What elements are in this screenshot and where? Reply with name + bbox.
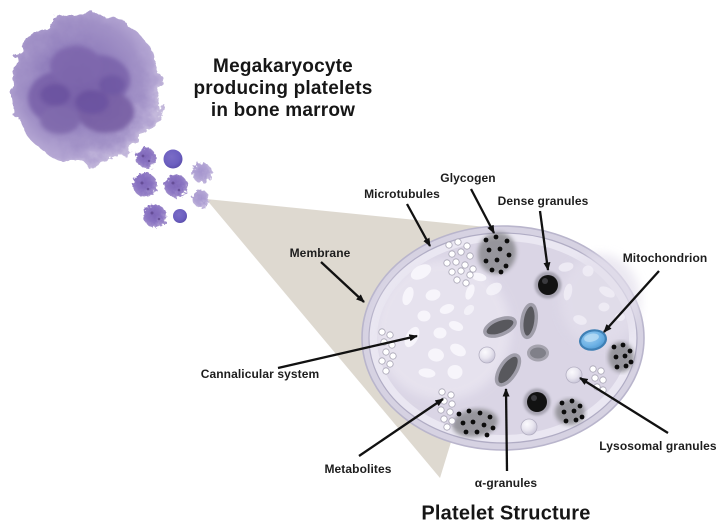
label-lysosomal-granules: Lysosomal granules (599, 439, 717, 453)
arrow-lysosomal-granules (579, 377, 669, 434)
canalicular-system (402, 262, 625, 379)
platelet-blob (173, 209, 187, 223)
arrow-dense-granules (538, 210, 551, 271)
heading-line: Megakaryocyte (213, 56, 353, 77)
platelet-blob (143, 204, 167, 228)
megakaryocyte-cell (10, 12, 162, 164)
platelet-blob (163, 149, 183, 169)
label-glycogen: Glycogen (440, 171, 496, 185)
leader-arrows (277, 188, 669, 472)
arrow-membrane (320, 261, 365, 303)
label-cannalicular-system: Cannalicular system (200, 367, 320, 381)
platelet-blobs (133, 148, 212, 228)
label-dense-granules: Dense granules (497, 194, 589, 208)
diagram-caption: Platelet Structure (421, 502, 591, 525)
arrow-metabolites (358, 398, 444, 457)
platelet-cell (361, 225, 645, 451)
heading-line: in bone marrow (210, 100, 356, 121)
arrow-cannalicular-system (277, 334, 418, 370)
granule-field (452, 408, 498, 438)
platelet-blob (164, 174, 188, 198)
arrow-glycogen (469, 188, 496, 234)
platelet-blob (136, 148, 156, 168)
platelet-blob (192, 163, 212, 183)
glycogen-field (477, 232, 517, 275)
arrow-microtubules (405, 203, 432, 247)
arrow-mitochondrion (603, 270, 660, 333)
metabolite-cluster (443, 238, 477, 287)
heading-line: producing platelets (193, 78, 373, 99)
granule-field (555, 398, 585, 425)
label-metabolites: Metabolites (324, 462, 392, 476)
diagram-heading: Megakaryocyte producing platelets in bon… (193, 56, 372, 122)
label-microtubules: Microtubules (364, 187, 440, 201)
platelet-blob (133, 173, 157, 197)
granule-field (608, 342, 634, 372)
metabolite-cluster (437, 388, 456, 431)
arrow-alpha-granules (502, 388, 510, 472)
lysosomal-granules (478, 346, 583, 436)
dense-granule (523, 388, 551, 416)
label-mitochondrion: Mitochondrion (622, 251, 708, 265)
label-alpha-granules: α-granules (474, 476, 538, 490)
alpha-granules (483, 302, 549, 387)
label-membrane: Membrane (289, 246, 351, 260)
platelet-blob (192, 190, 210, 208)
megakaryocyte-nucleus (28, 46, 134, 134)
dense-granule (534, 271, 562, 299)
mitochondrion (579, 329, 607, 351)
